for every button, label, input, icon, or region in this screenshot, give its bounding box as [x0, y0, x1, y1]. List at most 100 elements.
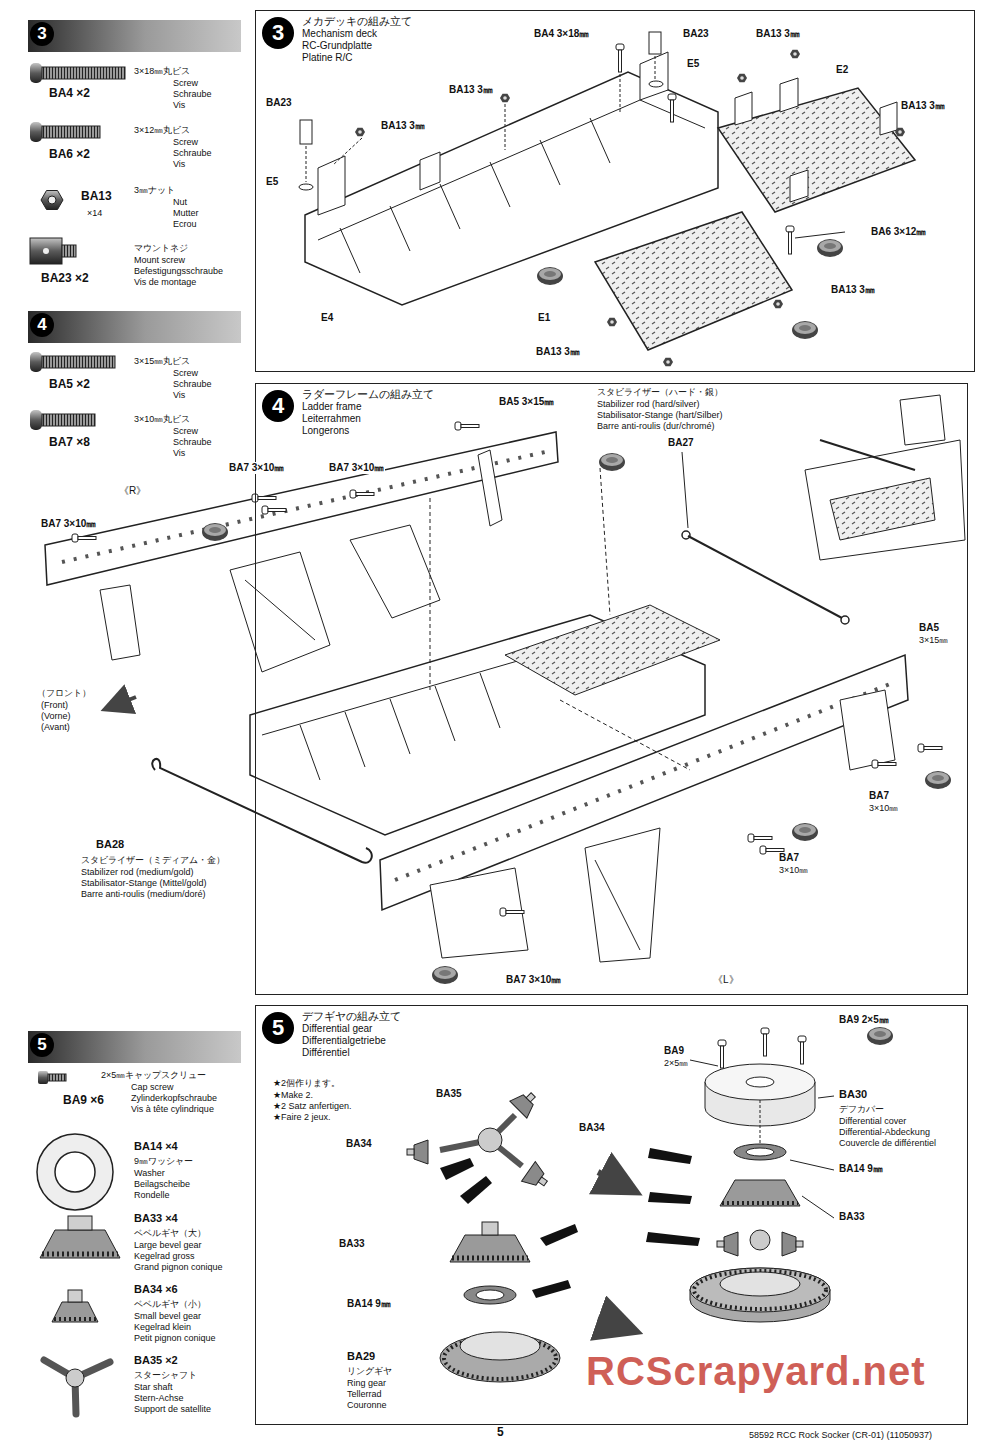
- part-callout: BA13 3㎜: [755, 28, 801, 40]
- part-callout: E5: [686, 58, 700, 70]
- note-text: Kegelrad klein: [133, 1322, 192, 1332]
- part-callout: BA13 3㎜: [900, 100, 946, 112]
- step-band: 5: [28, 1031, 241, 1063]
- note-text: Cap screw: [130, 1082, 175, 1092]
- note-text: Screw: [172, 426, 199, 436]
- part-callout: BA13 3㎜: [535, 346, 581, 358]
- part-callout: BA23: [265, 97, 293, 109]
- note-text: 2×5㎜: [663, 1058, 689, 1068]
- part-callout: BA29: [346, 1350, 376, 1363]
- note-text: Screw: [172, 78, 199, 88]
- note-text: Stern-Achse: [133, 1393, 185, 1403]
- step-title: デフギヤの組み立て: [302, 1010, 401, 1023]
- note-text: ベベルギヤ（小）: [133, 1299, 207, 1309]
- part-callout: E1: [537, 312, 551, 324]
- part-callout: BA5 ×2: [48, 378, 91, 392]
- part-callout: BA27: [667, 437, 695, 449]
- part-callout: BA5 3×15㎜: [498, 396, 555, 408]
- step-number: 3: [30, 22, 54, 46]
- part-callout: BA34: [578, 1122, 606, 1134]
- part-callout: BA30: [838, 1088, 868, 1101]
- note-text: ★Faire 2 jeux.: [272, 1112, 332, 1122]
- note-text: 3×10㎜: [868, 803, 899, 813]
- part-callout: BA33 ×4: [133, 1212, 179, 1225]
- note-text: Petit pignon conique: [133, 1333, 217, 1343]
- note-text: 《L》: [712, 974, 740, 986]
- note-text: スタビライザー（ハード・銀）: [596, 387, 724, 397]
- part-callout: BA23: [682, 28, 710, 40]
- note-text: Schraube: [172, 89, 213, 99]
- note-text: Vis: [172, 100, 186, 110]
- page-number: 5: [496, 1426, 505, 1440]
- step-number: 5: [262, 1012, 294, 1044]
- part-callout: BA33: [838, 1211, 866, 1223]
- note-text: Star shaft: [133, 1382, 174, 1392]
- part-callout: BA9 ×6: [62, 1094, 105, 1108]
- note-text: Schraube: [172, 379, 213, 389]
- note-text: Barre anti-roulis (medium/doré): [80, 889, 207, 899]
- part-callout: BA13 3㎜: [448, 84, 494, 96]
- part-callout: BA34: [345, 1138, 373, 1150]
- part-callout: BA9: [663, 1045, 685, 1057]
- part-callout: E2: [835, 64, 849, 76]
- note-text: Stabilisator-Stange (Mittel/gold): [80, 878, 208, 888]
- step-number: 5: [30, 1033, 54, 1057]
- step-band: 3: [28, 20, 241, 52]
- note-text: マウントネジ: [133, 243, 189, 253]
- part-callout: BA7 3×10㎜: [505, 974, 562, 986]
- step-number: 4: [30, 313, 54, 337]
- note-text: (Vorne): [40, 711, 72, 721]
- note-text: Befestigungsschraube: [133, 266, 224, 276]
- note-text: Tellerrad: [346, 1389, 383, 1399]
- part-callout: BA14 9㎜: [838, 1163, 884, 1175]
- note-text: (Front): [40, 700, 69, 710]
- part-callout: BA35 ×2: [133, 1354, 179, 1367]
- note-text: Mutter: [172, 208, 200, 218]
- part-callout: BA14 9㎜: [346, 1298, 392, 1310]
- note-text: Stabilizer rod (medium/gold): [80, 867, 195, 877]
- note-text: 3×18㎜丸ビス: [133, 66, 191, 76]
- step-number: 3: [262, 17, 294, 49]
- step-title: メカデッキの組み立て: [302, 15, 412, 28]
- part-callout: BA13 3㎜: [380, 120, 426, 132]
- note-text: Grand pignon conique: [133, 1262, 224, 1272]
- part-callout: BA33: [338, 1238, 366, 1250]
- note-text: Nut: [172, 197, 188, 207]
- part-callout: BA34 ×6: [133, 1283, 179, 1296]
- note-text: Mount screw: [133, 255, 186, 265]
- note-text: Washer: [133, 1168, 166, 1178]
- part-callout: BA13 3㎜: [830, 284, 876, 296]
- part-callout: BA7: [868, 790, 890, 802]
- part-callout: BA4 ×2: [48, 87, 91, 101]
- note-text: Vis à tête cylindrique: [130, 1104, 215, 1114]
- note-text: 2×5㎜キャップスクリュー: [100, 1070, 207, 1080]
- note-text: Beilagscheibe: [133, 1179, 191, 1189]
- note-text: Schraube: [172, 148, 213, 158]
- step-title: Differential gear: [302, 1023, 372, 1035]
- note-text: 《R》: [118, 485, 147, 497]
- step-title: Mechanism deck: [302, 28, 377, 40]
- step-title: Differentialgetriebe: [302, 1035, 386, 1047]
- part-callout: BA5: [918, 622, 940, 634]
- part-callout: BA7 3×10㎜: [40, 518, 97, 530]
- note-text: ベベルギヤ（大）: [133, 1228, 207, 1238]
- note-text: Vis: [172, 159, 186, 169]
- step-title: Leiterrahmen: [302, 413, 361, 425]
- part-callout: BA4 3×18㎜: [533, 28, 590, 40]
- part-callout: BA35: [435, 1088, 463, 1100]
- note-text: （フロント）: [36, 688, 92, 698]
- note-text: 3㎜ナット: [133, 185, 176, 195]
- note-text: Differential cover: [838, 1116, 907, 1126]
- note-text: スターシャフト: [133, 1370, 198, 1380]
- note-text: Large bevel gear: [133, 1240, 203, 1250]
- part-callout: BA28: [95, 838, 125, 851]
- note-text: 3×10㎜丸ビス: [133, 414, 191, 424]
- step-title: ラダーフレームの組み立て: [302, 388, 434, 401]
- step-number: 4: [262, 390, 294, 422]
- note-text: ★2個作ります。: [272, 1078, 341, 1088]
- part-callout: BA9 2×5㎜: [838, 1014, 890, 1026]
- step-title: Ladder frame: [302, 401, 361, 413]
- note-text: Rondelle: [133, 1190, 171, 1200]
- note-text: スタビライザー（ミディアム・金）: [80, 855, 226, 865]
- note-text: Vis de montage: [133, 277, 197, 287]
